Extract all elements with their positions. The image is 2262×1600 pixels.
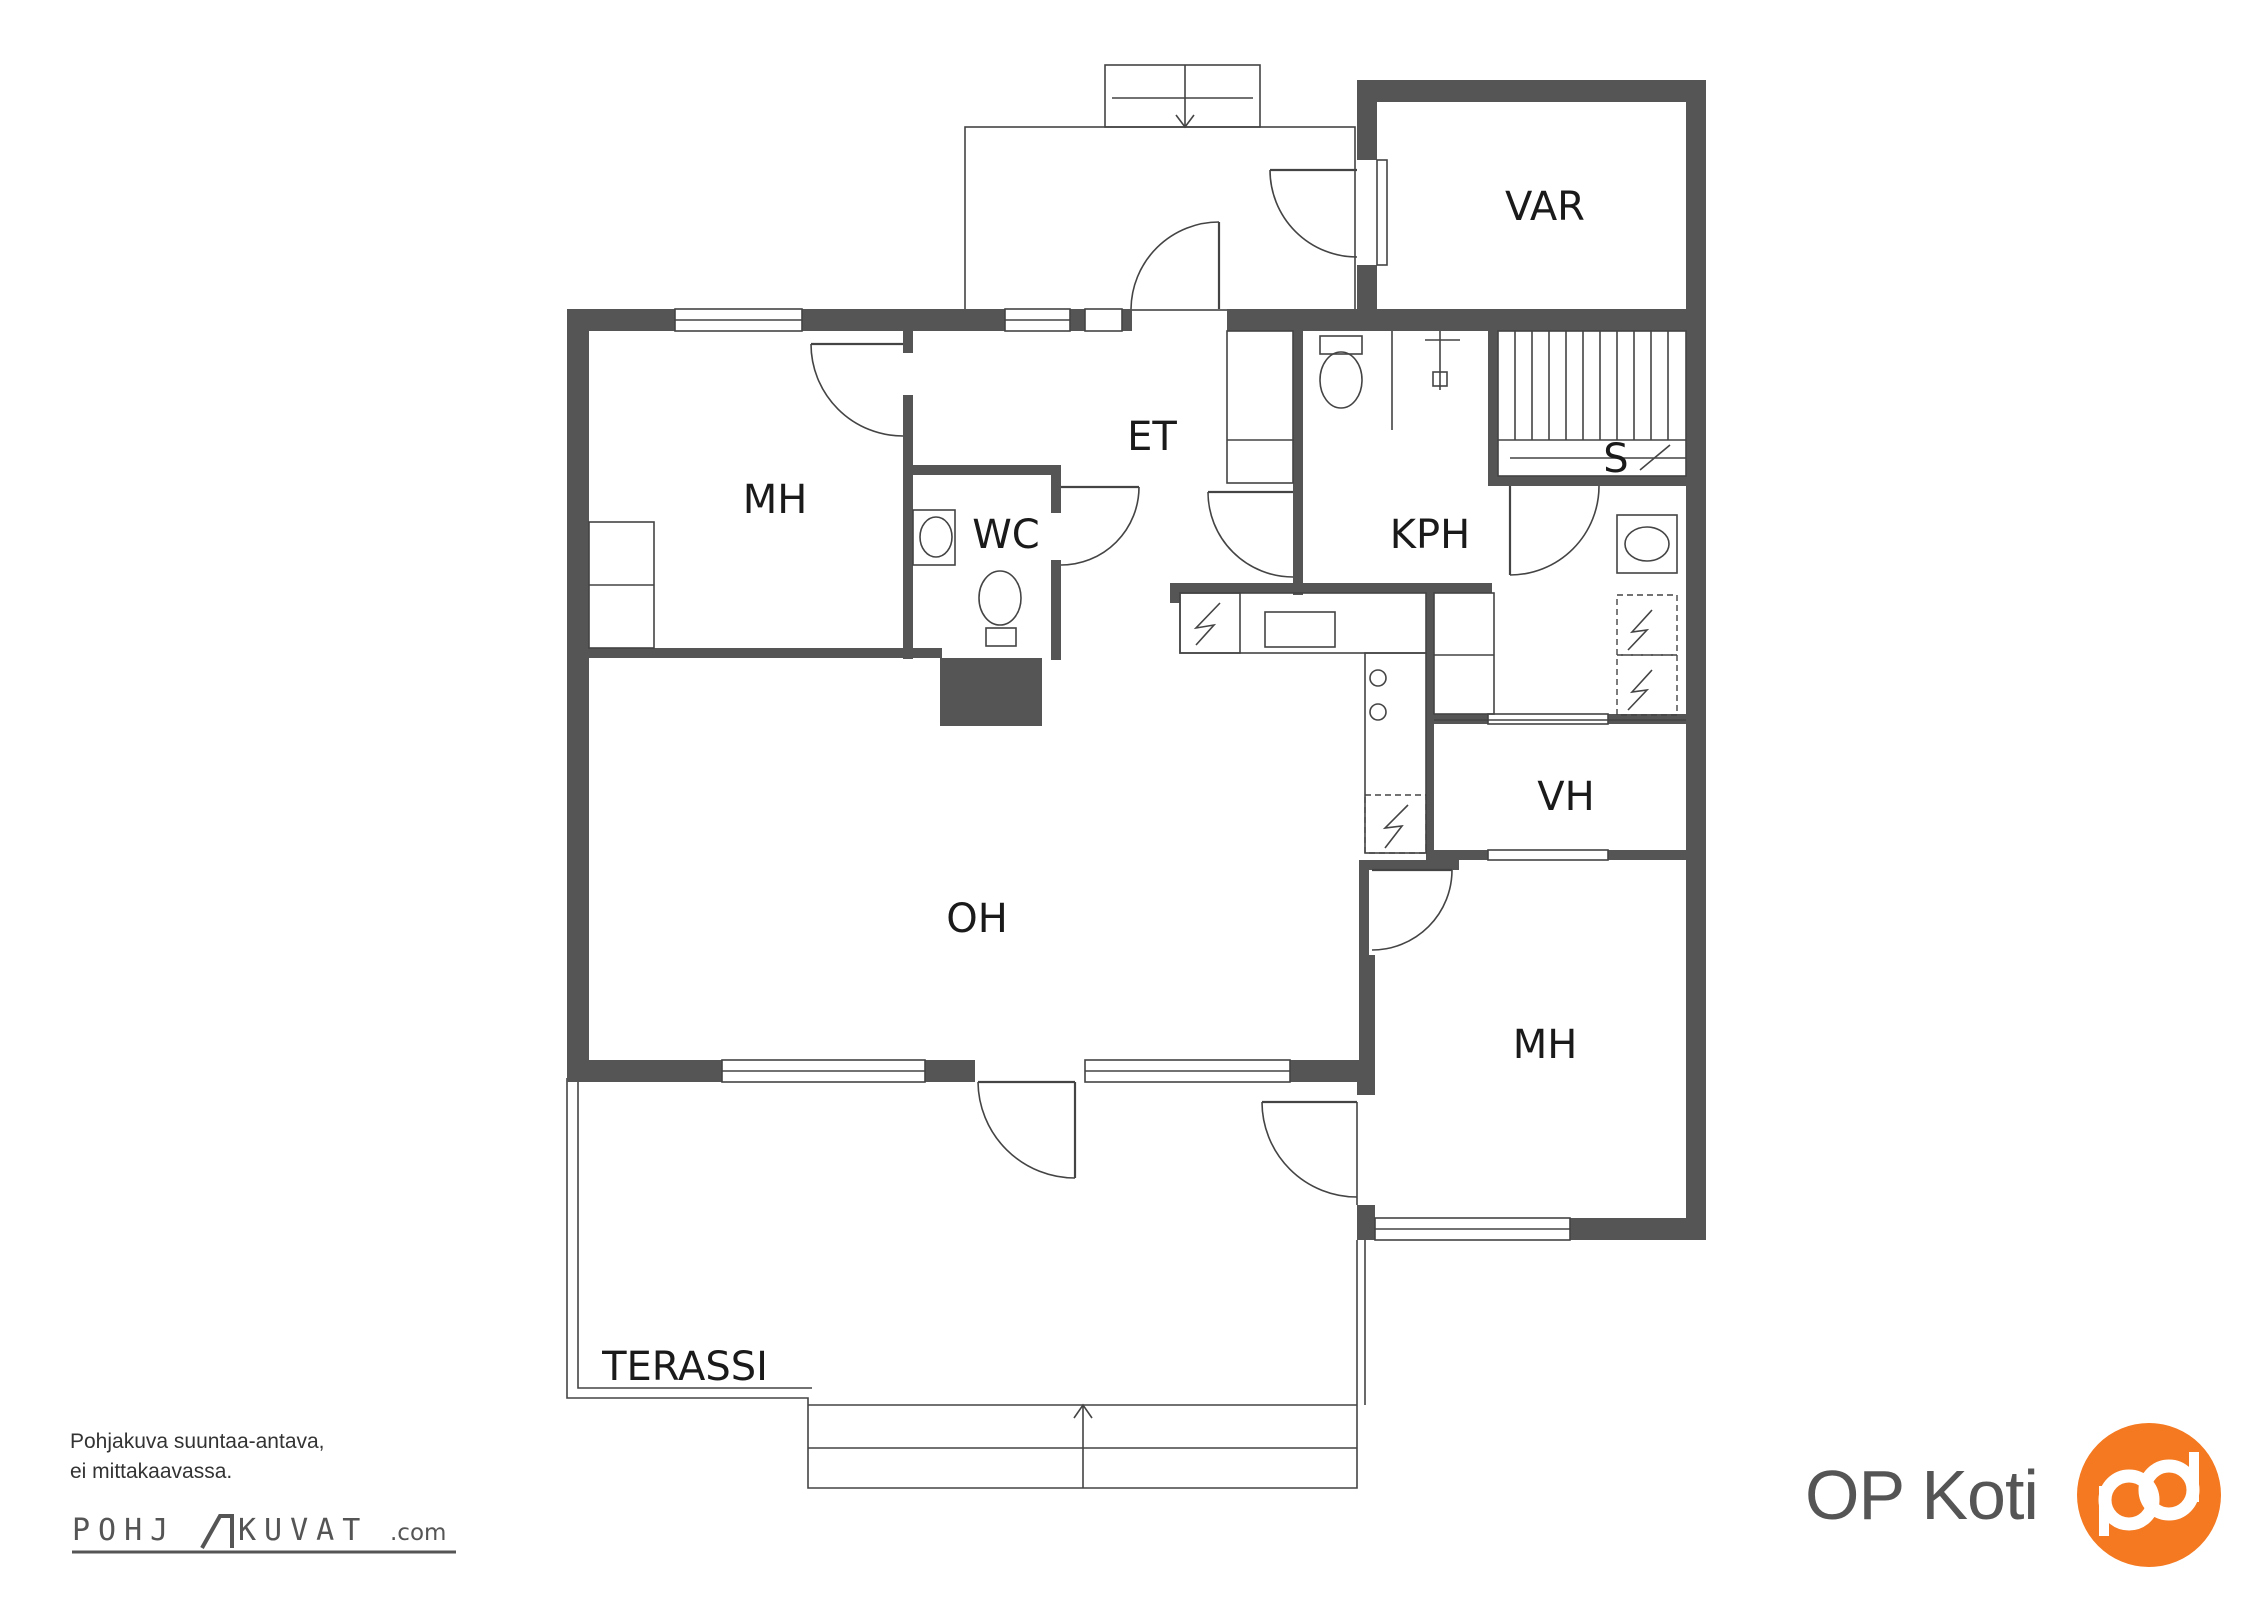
pohjakuvat-right: KUVAT [238, 1513, 368, 1548]
windows [674, 159, 1609, 1241]
terrace-outline [566, 1078, 1366, 1489]
op-logo-icon [2076, 1423, 2221, 1567]
room-label-terassi: TERASSI [601, 1344, 768, 1390]
entry-porch [964, 64, 1356, 311]
room-label-s: S [1603, 436, 1628, 482]
room-label-et: ET [1127, 414, 1177, 460]
room-label-mh-bottom: MH [1513, 1022, 1578, 1068]
disclaimer-line-2: ei mittakaavassa. [70, 1460, 233, 1483]
doors [810, 168, 1600, 1205]
room-label-var: VAR [1505, 184, 1585, 230]
pohjakuvat-left: POHJ [72, 1513, 176, 1548]
room-labels: VAR ET MH WC KPH S OH VH MH TERASSI [601, 184, 1629, 1390]
pohjakuvat-suffix: .com [390, 1520, 446, 1546]
brand-name: OP Koti [1805, 1456, 2039, 1534]
room-label-wc: WC [972, 512, 1039, 558]
room-label-oh: OH [946, 896, 1008, 942]
op-koti-brand: OP Koti [1805, 1420, 2224, 1570]
room-label-kph: KPH [1390, 512, 1470, 558]
room-label-vh: VH [1537, 774, 1594, 820]
room-label-mh-top: MH [743, 477, 808, 523]
fixtures [588, 330, 1687, 854]
pohjakuvat-mark [200, 1514, 234, 1549]
pohjakuvat-logo: POHJ KUVAT .com [72, 1513, 456, 1554]
disclaimer-line-1: Pohjakuva suuntaa-antava, [70, 1430, 325, 1453]
